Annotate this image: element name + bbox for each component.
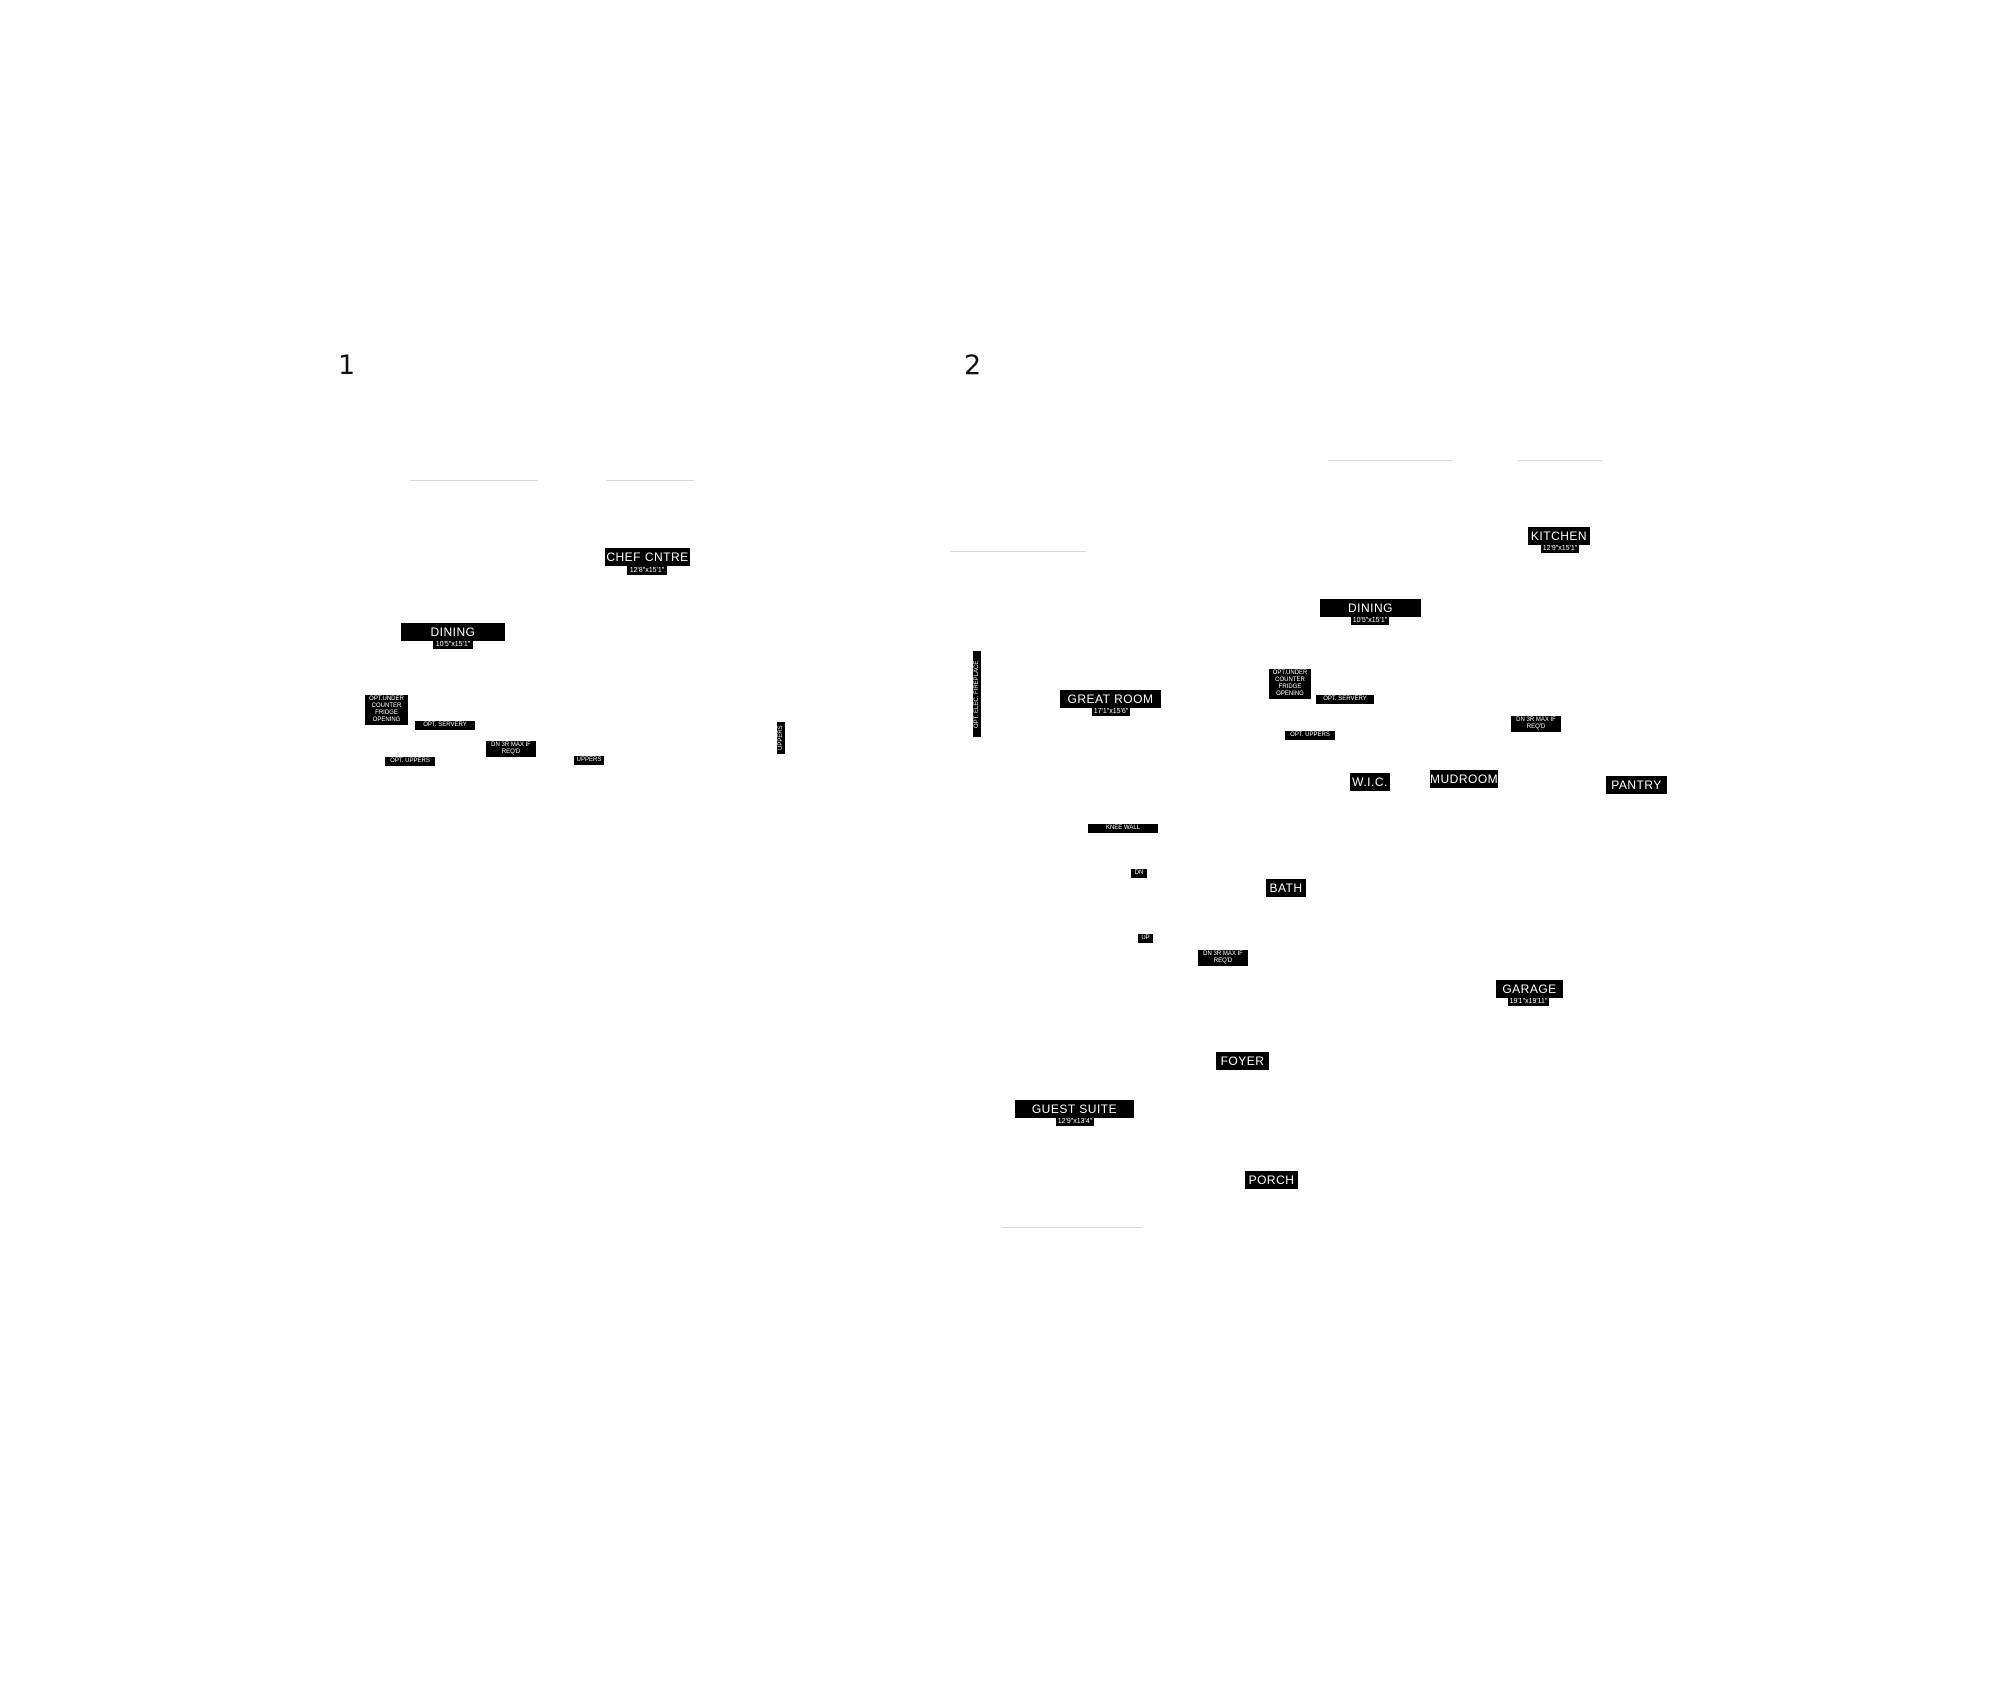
wall-line [1002,1227,1142,1228]
room-label-foyer: FOYER [1216,1052,1269,1070]
note-opt-servery: OPT. SERVERY [1316,695,1374,704]
note-knee-wall: KNEE WALL [1088,824,1158,833]
note-up: UP [1138,934,1153,943]
note-opt-uppers: OPT. UPPERS [1285,731,1335,740]
room-label-mudroom: MUDROOM [1430,770,1499,788]
note-uppers: UPPERS [574,756,604,765]
room-label-chef-centre: CHEF CNTRE [605,548,690,566]
note-fridge-opening: OPT.UNDER COUNTER FRIDGE OPENING [365,695,408,725]
wall-line [410,480,538,481]
room-label-garage: GARAGE [1496,980,1563,998]
room-dimension-chef-centre: 12'8"x15'1" [627,566,667,575]
floor-plan-1: 1 CHEF CNTRE 12'8"x15'1" DINING 10'5"x15… [0,0,940,1706]
wall-line [606,480,694,481]
room-label-dining: DINING [401,623,505,641]
room-dimension-kitchen: 12'9"x15'1" [1541,544,1579,553]
note-side-vertical: UPPERS [777,722,785,754]
note-dn: DN [1131,869,1147,878]
floor-plan-2: 2 KITCHEN 12'9"x15'1" DINING 10'5"x15'1"… [940,0,2000,1706]
room-dimension-great-room: 17'1"x15'6" [1092,707,1130,716]
room-label-kitchen: KITCHEN [1528,527,1590,545]
room-label-dining: DINING [1320,599,1421,617]
room-dimension-guest-suite: 12'9"x13'4" [1056,1117,1094,1126]
note-opt-uppers: OPT. UPPERS [385,757,435,766]
room-dimension-garage: 19'1"x19'11" [1508,997,1549,1006]
note-opt-servery: OPT. SERVERY [415,721,475,730]
note-fridge-opening: OPT.UNDER COUNTER FRIDGE OPENING [1269,669,1311,699]
room-label-bath: BATH [1266,879,1306,897]
room-label-pantry: PANTRY [1606,776,1667,794]
room-label-great-room: GREAT ROOM [1060,690,1161,708]
room-dimension-dining: 10'5"x15'1" [1351,616,1389,625]
room-label-guest-suite: GUEST SUITE [1015,1100,1134,1118]
wall-line [950,551,1086,552]
note-dn-3r-max: DN 3R MAX IF REQ'D [1511,716,1561,732]
note-opt-elec-fireplace: OPT. ELEC. FIREPLACE [973,651,981,737]
room-label-wic: W.I.C. [1350,773,1390,791]
wall-line [1518,460,1602,461]
room-label-porch: PORCH [1245,1171,1298,1189]
note-dn-3r-max: DN 3R MAX IF REQ'D [1198,950,1248,966]
note-dn-3r-max: DN 3R MAX IF REQ'D [486,741,536,757]
plan-number: 2 [964,350,982,381]
wall-line [1328,460,1452,461]
plan-number: 1 [338,350,356,381]
room-dimension-dining: 10'5"x15'1" [433,640,473,649]
